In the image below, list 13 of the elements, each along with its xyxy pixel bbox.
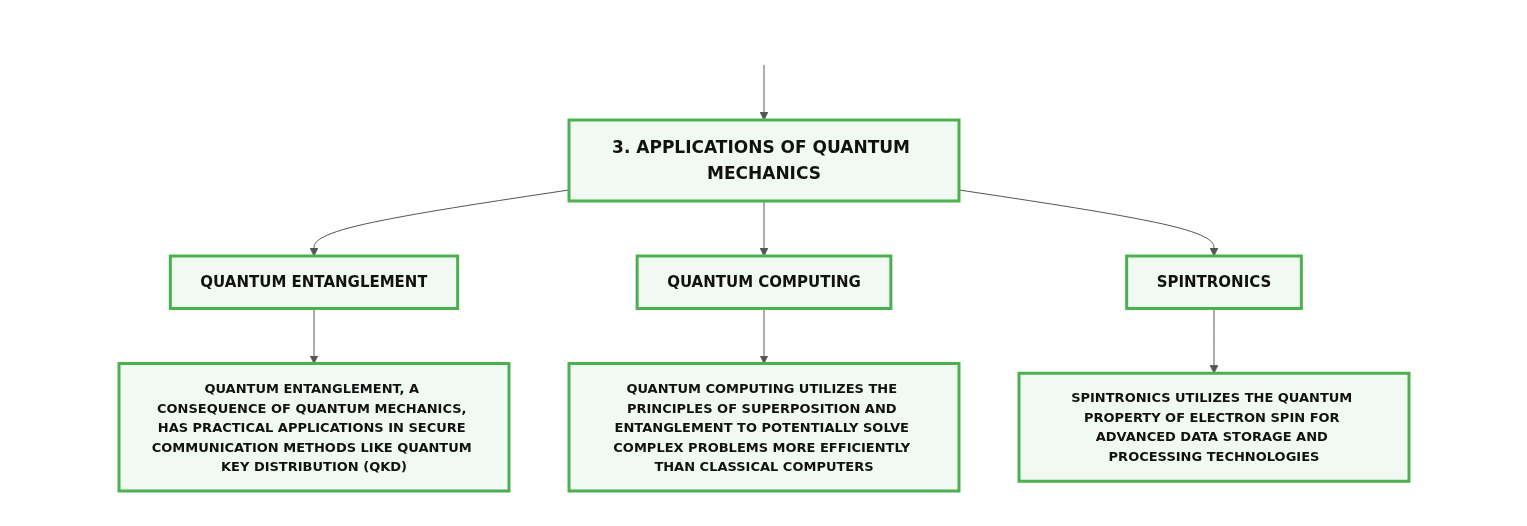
arrow (309, 308, 318, 364)
node-box: QUANTUM ENTANGLEMENT (168, 254, 459, 310)
arrow (309, 189, 569, 257)
arrow (759, 64, 768, 121)
arrow (1209, 308, 1218, 374)
node-box: QUANTUM COMPUTING (635, 254, 892, 310)
node-box: SPINTRONICS UTILIZES THE QUANTUM PROPERTY OF ELECTRON SPIN FOR ADVANCED DATA STORAGE AND PROCESSING TECHNOLOGIES (1017, 371, 1410, 483)
arrow (759, 308, 768, 364)
node-box: QUANTUM ENTANGLEMENT, A CONSEQUENCE OF QUANTUM MECHANICS, HAS PRACTICAL APPLICATIONS IN SECURE COMMUNICATION METHODS LIKE QUANTUM KEY DISTRIBUTION (QKD) (117, 362, 510, 493)
arrow (958, 189, 1218, 257)
node-box: SPINTRONICS (1124, 254, 1303, 310)
node-box: QUANTUM COMPUTING UTILIZES THE PRINCIPLES OF SUPERPOSITION AND ENTANGLEMENT TO POTENTIALLY SOLVE COMPLEX PROBLEMS MORE EFFICIENTLY THAN CLASSICAL COMPUTERS (567, 362, 960, 493)
node-box: 3. APPLICATIONS OF QUANTUM MECHANICS (567, 118, 960, 203)
